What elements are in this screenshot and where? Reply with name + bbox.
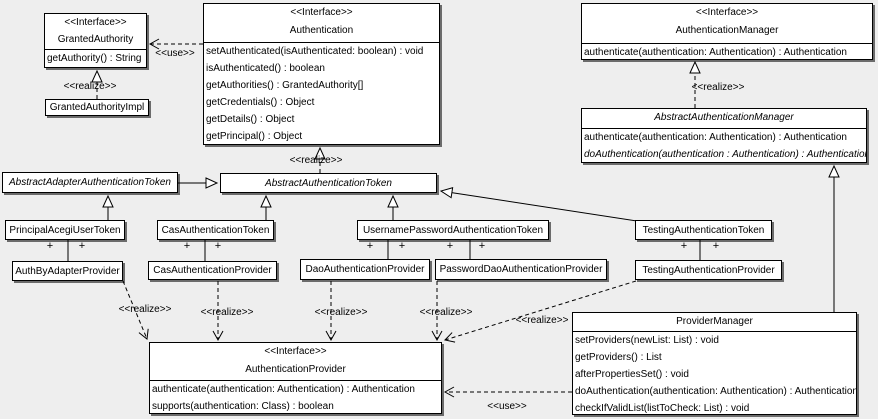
class-name: GrantedAuthorityImpl (49, 102, 145, 113)
class-testing-authentication-provider: TestingAuthenticationProvider (635, 260, 782, 280)
class-name: Authentication (289, 25, 354, 36)
class-authentication-manager: <<Interface>> AuthenticationManager auth… (581, 3, 873, 60)
stereotype-label: <<Interface>> (264, 346, 327, 357)
method-label: checkIfValidList(listToCheck: List) : vo… (575, 403, 750, 414)
assoc-end-label: + (78, 240, 86, 252)
class-password-dao-authentication-provider: PasswordDaoAuthenticationProvider (435, 259, 607, 280)
class-name: TestingAuthenticationToken (642, 224, 765, 236)
class-name: CasAuthenticationProvider (153, 265, 272, 276)
realize-label: <<realize>> (289, 155, 343, 166)
assoc-end-label: + (183, 240, 191, 252)
assoc-end-label: + (680, 240, 688, 252)
class-abstract-authentication-manager: AbstractAuthenticationManager authentica… (581, 108, 867, 163)
method-label: authenticate(authentication: Authenticat… (584, 47, 847, 58)
assoc-end-label: + (446, 240, 454, 252)
realize-label: <<realize>> (419, 307, 473, 318)
class-name: GrantedAuthority (57, 34, 134, 45)
class-name: TestingAuthenticationProvider (642, 264, 775, 276)
class-name: AbstractAdapterAuthenticationToken (9, 177, 171, 188)
class-name: UsernamePasswordAuthenticationToken (362, 224, 544, 236)
class-username-password-authentication-token: UsernamePasswordAuthenticationToken (357, 220, 549, 240)
edge-realize-testingauthenticationprovider (444, 280, 637, 343)
method-label: authenticate(authentication: Authenticat… (584, 132, 847, 143)
class-cas-authentication-provider: CasAuthenticationProvider (148, 261, 277, 280)
realize-label: <<realize>> (200, 307, 254, 318)
realize-label: <<realize>> (63, 81, 117, 92)
class-cas-authentication-token: CasAuthenticationToken (157, 220, 274, 240)
stereotype-label: <<Interface>> (290, 7, 353, 18)
class-name: AbstractAuthenticationManager (654, 112, 794, 123)
assoc-end-label: + (712, 240, 720, 252)
method-label: getAuthority() : String (47, 53, 142, 64)
class-name: DaoAuthenticationProvider (305, 264, 425, 275)
class-name: AbstractAuthenticationToken (265, 177, 392, 189)
method-label: getCredentials() : Object (206, 97, 315, 108)
class-name: AuthByAdapterProvider (15, 265, 120, 277)
class-testing-authentication-token: TestingAuthenticationToken (635, 220, 772, 240)
assoc-end-label: + (214, 240, 222, 252)
assoc-end-label: + (366, 240, 374, 252)
realize-label: <<realize>> (691, 82, 745, 93)
method-label: afterPropertiesSet() : void (575, 369, 689, 380)
method-label: getAuthorities() : GrantedAuthority[] (206, 80, 364, 91)
assoc-end-label: + (478, 240, 486, 252)
stereotype-label: <<Interface>> (64, 17, 127, 28)
class-name: ProviderManager (676, 316, 753, 327)
method-label: getDetails() : Object (206, 114, 295, 125)
class-provider-manager: ProviderManager setProviders(newList: Li… (572, 312, 857, 415)
assoc-end-label: + (46, 240, 54, 252)
method-label: setProviders(newList: List) : void (575, 335, 719, 346)
class-authentication-provider: <<Interface>> AuthenticationProvider aut… (149, 342, 442, 414)
class-abstract-authentication-token: AbstractAuthenticationToken (220, 173, 437, 193)
realize-label: <<realize>> (515, 315, 569, 326)
assoc-end-label: + (398, 240, 406, 252)
class-name: AuthenticationManager (675, 25, 779, 36)
realize-label: <<realize>> (118, 304, 172, 315)
method-label: supports(authentication: Class) : boolea… (152, 401, 334, 412)
class-name: CasAuthenticationToken (161, 224, 270, 236)
class-auth-by-adapter-provider: AuthByAdapterProvider (12, 261, 123, 281)
method-label: doAuthentication(authentication: Authent… (575, 386, 856, 397)
method-label: isAuthenticated() : boolean (206, 63, 325, 74)
use-label: <<use>> (155, 48, 195, 59)
class-granted-authority: <<Interface>> GrantedAuthority getAuthor… (44, 13, 147, 68)
class-granted-authority-impl: GrantedAuthorityImpl (45, 99, 149, 116)
class-abstract-adapter-authentication-token: AbstractAdapterAuthenticationToken (2, 172, 178, 193)
class-name: AuthenticationProvider (245, 364, 346, 375)
method-label: setAuthenticated(isAuthenticated: boolea… (206, 46, 424, 57)
class-name: PasswordDaoAuthenticationProvider (439, 264, 603, 275)
edge-gen-testingauthenticationtoken (439, 187, 638, 222)
method-label: getPrincipal() : Object (206, 131, 303, 142)
method-label: authenticate(authentication: Authenticat… (152, 384, 415, 395)
class-principal-acegi-user-token: PrincipalAcegiUserToken (5, 220, 125, 240)
use-label: <<use>> (487, 401, 527, 412)
stereotype-label: <<Interface>> (695, 7, 759, 18)
method-label: getProviders() : List (575, 352, 662, 363)
edge-realize-authbyadapterprovider (122, 280, 149, 340)
realize-label: <<realize>> (314, 307, 368, 318)
method-label: doAuthentication(authentication : Authen… (584, 149, 866, 160)
class-authentication: <<Interface>> Authentication setAuthenti… (203, 3, 440, 145)
class-name: PrincipalAcegiUserToken (9, 224, 121, 236)
class-dao-authentication-provider: DaoAuthenticationProvider (300, 259, 430, 280)
